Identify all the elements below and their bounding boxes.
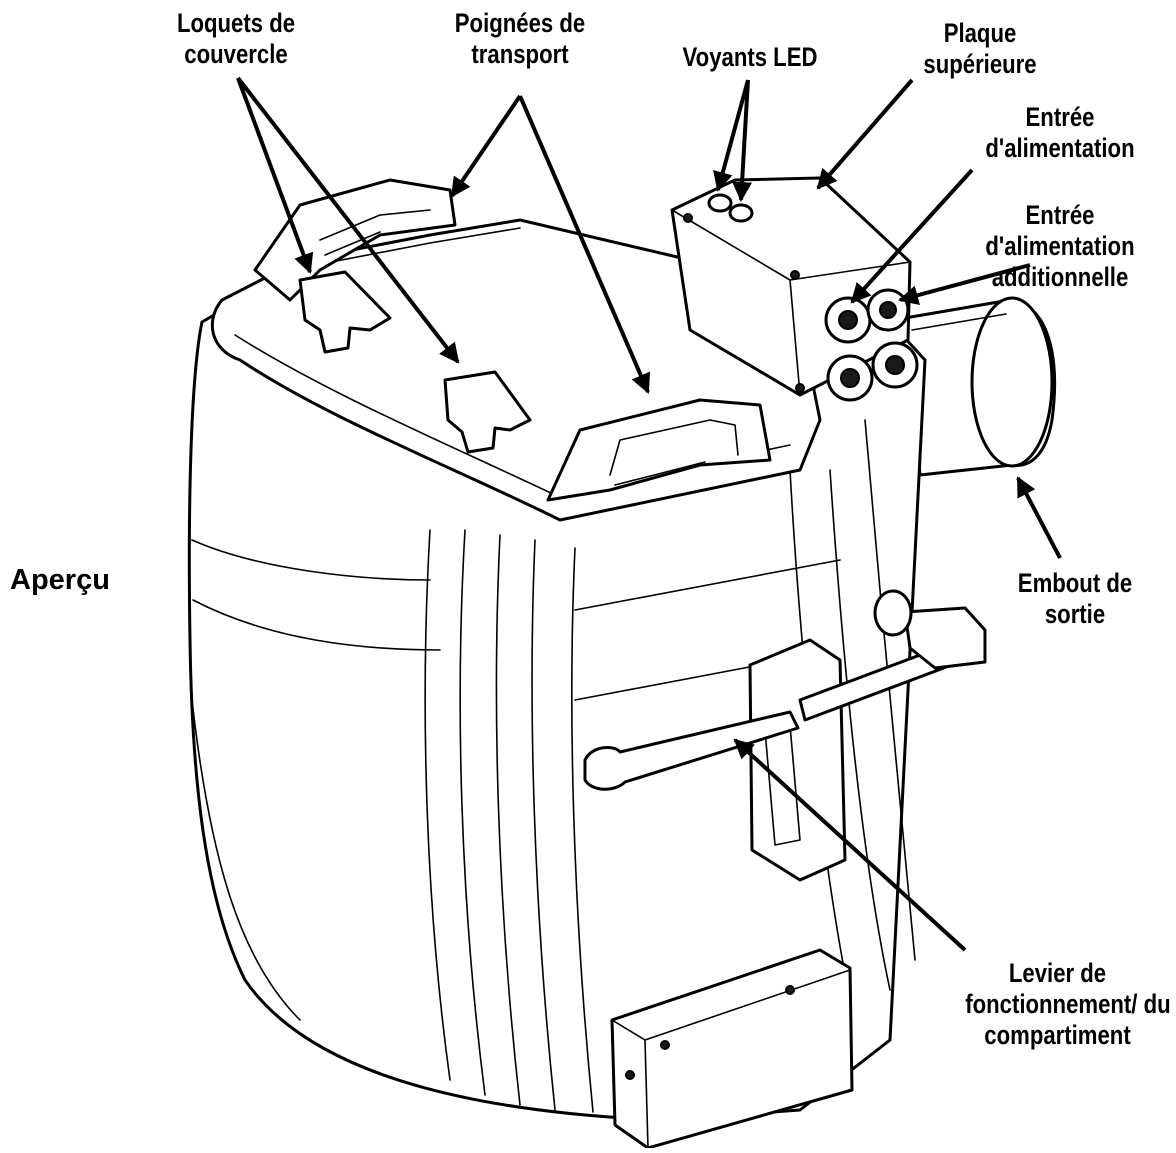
- label-line: Levier de: [1008, 958, 1107, 988]
- label-operating-lever: Levier de fonctionnement/ du compartimen…: [965, 958, 1171, 1051]
- label-line: Poignées de: [454, 8, 586, 38]
- label-line: compartiment: [984, 1020, 1131, 1050]
- lid-latch-right: [443, 370, 532, 454]
- callout-arrows: [236, 76, 1062, 952]
- arrow-outlet: [1016, 476, 1062, 559]
- arrow-latch-2: [236, 76, 460, 364]
- label-led-indicators: Voyants LED: [668, 42, 832, 73]
- label-line: sortie: [1044, 599, 1106, 629]
- label-line: fonctionnement/ du: [965, 989, 1171, 1019]
- arrow-led-1: [713, 79, 750, 192]
- label-line: Voyants LED: [682, 42, 818, 72]
- outlet-pipe: [903, 296, 1057, 477]
- lid-latch-left: [298, 270, 392, 354]
- arrow-handle-1: [450, 94, 522, 198]
- power-connectors: [824, 288, 919, 402]
- label-lid-latches: Loquets de couvercle: [146, 8, 326, 70]
- arrow-handle-2: [518, 95, 651, 394]
- label-line: supérieure: [923, 49, 1037, 79]
- arrow-plate: [816, 78, 914, 190]
- label-line: couvercle: [184, 39, 288, 69]
- label-line: Plaque: [943, 18, 1017, 48]
- label-outlet-fitting: Embout de sortie: [1005, 568, 1144, 630]
- label-line: d'alimentation: [985, 231, 1135, 261]
- label-top-plate: Plaque supérieure: [906, 18, 1054, 80]
- arrow-led-2: [732, 79, 753, 202]
- label-additional-power-input: Entrée d'alimentation additionnelle: [966, 200, 1155, 293]
- label-line: transport: [471, 39, 569, 69]
- label-carry-handles: Poignées de transport: [426, 8, 615, 70]
- carry-handle-front: [546, 398, 772, 502]
- label-line: d'alimentation: [985, 133, 1135, 163]
- label-line: Embout de: [1017, 568, 1133, 598]
- arrow-power: [850, 168, 974, 304]
- arrow-latch-1: [236, 77, 314, 274]
- arrow-power-add: [898, 263, 1031, 305]
- page-title: Aperçu: [10, 565, 110, 596]
- label-power-input: Entrée d'alimentation: [966, 102, 1155, 164]
- label-line: Loquets de: [176, 8, 296, 38]
- bottom-box: [610, 948, 854, 1150]
- title-text: Aperçu: [10, 564, 110, 596]
- arrow-lever: [733, 738, 967, 952]
- label-line: additionnelle: [991, 262, 1129, 292]
- label-line: Entrée: [1025, 200, 1095, 230]
- label-line: Entrée: [1025, 102, 1095, 132]
